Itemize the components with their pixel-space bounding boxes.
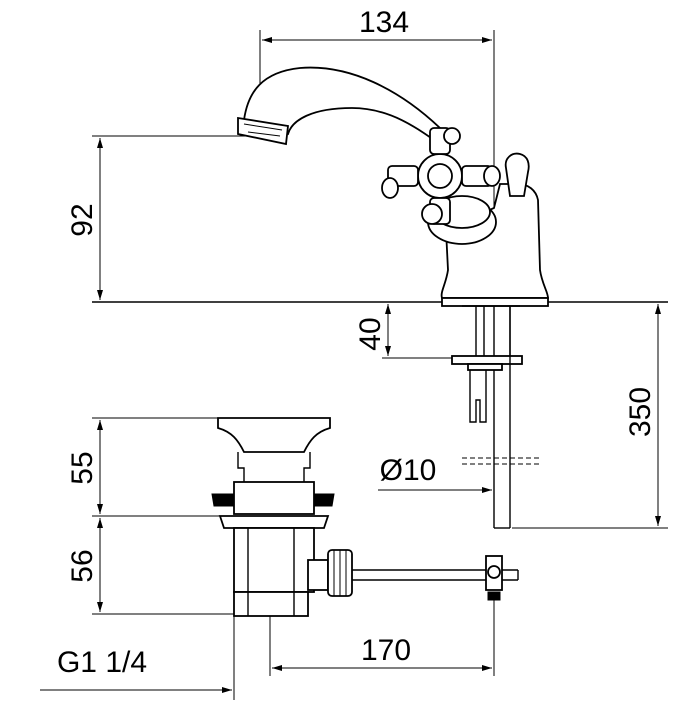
dimension-supply-length: 350 [512, 304, 668, 529]
dimension-rod-length: 170 [269, 600, 495, 676]
drain-upper-label: 55 [66, 451, 99, 484]
dimension-drain-upper: 55 [66, 417, 220, 517]
drain-thread-label: G1 1/4 [57, 646, 147, 679]
dimension-pipe-diameter: Ø10 [378, 454, 492, 493]
popup-waste [211, 417, 519, 617]
dimension-mounting-depth: 40 [354, 304, 452, 359]
dimension-drain-lower: 56 [66, 518, 234, 615]
dimension-spout-height: 92 [66, 135, 262, 300]
supply-length-label: 350 [624, 387, 657, 437]
dimension-spout-reach: 134 [259, 6, 495, 300]
spout-height-label: 92 [66, 203, 99, 236]
mounting-depth-label: 40 [354, 317, 387, 350]
faucet-body [237, 66, 549, 307]
dimension-drain-thread: G1 1/4 [40, 616, 235, 700]
mounting-shank [451, 305, 540, 529]
pipe-diameter-label: Ø10 [380, 454, 437, 487]
spout-reach-label: 134 [359, 6, 409, 39]
drain-lower-label: 56 [66, 549, 99, 582]
rod-length-label: 170 [361, 634, 411, 667]
